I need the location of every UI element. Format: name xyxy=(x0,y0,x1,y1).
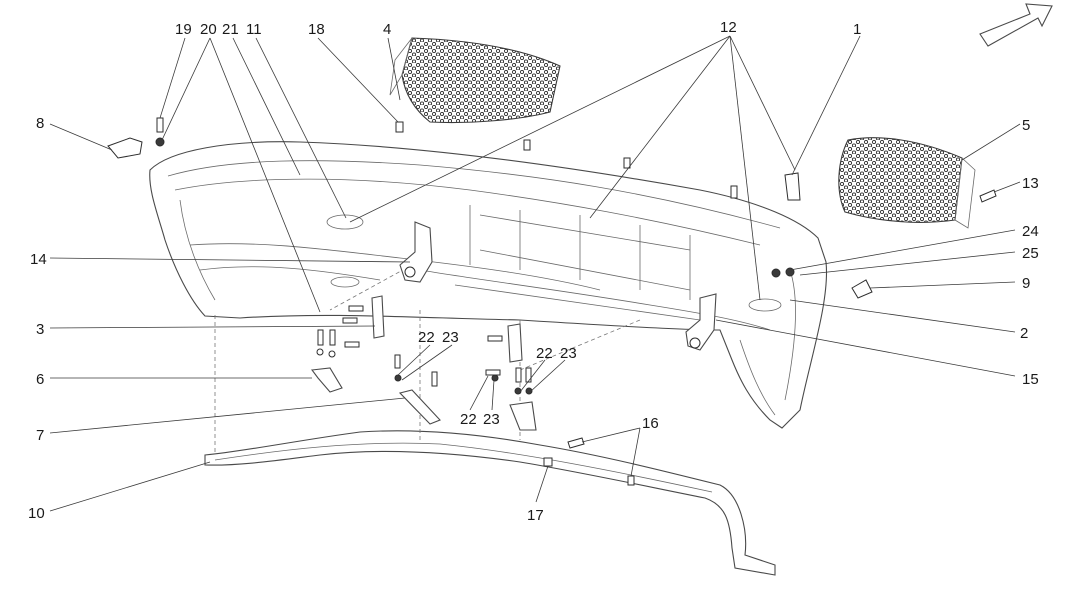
callout-labels: 1 2 3 4 5 6 7 8 9 10 11 12 13 14 15 16 1… xyxy=(28,19,1039,524)
callout-13: 13 xyxy=(1022,175,1039,192)
callout-23-right: 23 xyxy=(560,345,577,362)
callout-16: 16 xyxy=(642,415,659,432)
callout-17: 17 xyxy=(527,507,544,524)
bumper-shell xyxy=(149,141,828,429)
fasteners xyxy=(107,117,997,486)
callout-7: 7 xyxy=(36,427,44,444)
callout-21: 21 xyxy=(222,21,239,38)
callout-19: 19 xyxy=(175,21,192,38)
mounting-bracket-left xyxy=(399,221,433,283)
callout-12: 12 xyxy=(720,19,737,36)
callout-25: 25 xyxy=(1022,245,1039,262)
callout-15: 15 xyxy=(1022,371,1039,388)
callout-4: 4 xyxy=(383,21,391,38)
callout-22-right: 22 xyxy=(536,345,553,362)
callout-3: 3 xyxy=(36,321,44,338)
callout-9: 9 xyxy=(1022,275,1030,292)
callout-5: 5 xyxy=(1022,117,1030,134)
support-bracket-6 xyxy=(310,367,343,393)
callout-6: 6 xyxy=(36,371,44,388)
direction-arrow-icon xyxy=(979,3,1053,47)
callout-11: 11 xyxy=(246,21,262,38)
support-bracket-mid xyxy=(507,323,537,431)
callout-22-middle: 22 xyxy=(460,411,477,428)
callout-14: 14 xyxy=(30,251,47,268)
callout-2: 2 xyxy=(1020,325,1028,342)
callout-8: 8 xyxy=(36,115,44,132)
callout-22-left: 22 xyxy=(418,329,435,346)
callout-24: 24 xyxy=(1022,223,1039,240)
callout-1: 1 xyxy=(853,21,861,38)
callout-18: 18 xyxy=(308,21,325,38)
mounting-bracket-right xyxy=(685,293,717,351)
callout-23-middle: 23 xyxy=(483,411,500,428)
grille-insert-right xyxy=(838,137,976,229)
support-bracket-3 xyxy=(371,295,385,339)
leader-lines xyxy=(49,35,1021,512)
callout-23-left: 23 xyxy=(442,329,459,346)
grille-insert-left xyxy=(389,37,561,124)
callout-10: 10 xyxy=(28,505,45,522)
callout-20: 20 xyxy=(200,21,217,38)
lower-reinforcement-bar xyxy=(204,430,776,576)
support-bracket-7 xyxy=(398,389,441,425)
